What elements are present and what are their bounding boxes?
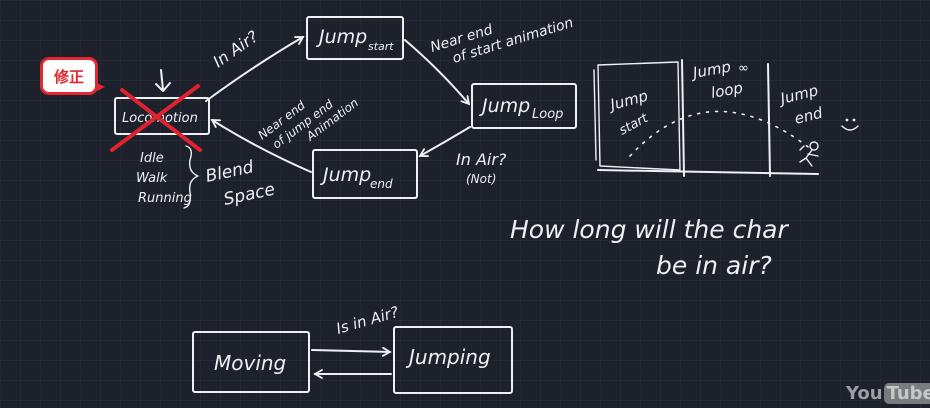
youtube-tube: Tube [883, 383, 930, 404]
blend-space-list: Idle Walk Running [136, 151, 192, 206]
jump-loop-sub: Loop [532, 107, 563, 122]
smiley-icon [841, 118, 859, 131]
jump-start-label: Jump [315, 26, 367, 48]
in-air-not-line1: In Air? [456, 150, 507, 169]
blend-item-walk: Walk [136, 171, 168, 186]
entry-arrow [155, 69, 171, 92]
timeline-divider-2 [767, 63, 771, 177]
timeline-loop-main: Jump [689, 58, 733, 83]
jump-start-sub: start [368, 40, 394, 53]
in-air-not-line2: (Not) [466, 172, 496, 186]
arrow-to-locomotion [210, 119, 312, 173]
youtube-you: You [846, 383, 883, 404]
correction-cross [110, 84, 202, 152]
blend-label-1: Blend [204, 157, 256, 187]
timeline-start-sub: start [617, 111, 652, 139]
youtube-watermark[interactable]: You Tube [846, 383, 930, 404]
jump-loop-label: Jump [478, 95, 530, 117]
moving-state: Moving [192, 331, 310, 393]
jump-timeline: Jump start Jump ∞ loop Jump end [593, 58, 859, 177]
timeline-start-box [593, 61, 681, 171]
jumping-label: Jumping [405, 345, 491, 369]
blend-brace [183, 145, 199, 209]
correction-badge: 修正 [40, 57, 105, 95]
question-line2: be in air? [656, 251, 772, 280]
in-air-label: In Air? [209, 27, 262, 72]
stick-figure-icon [799, 141, 819, 167]
jump-end-sub: end [370, 177, 393, 191]
timeline-end-sub: end [793, 103, 825, 127]
blend-item-running: Running [138, 191, 192, 206]
blend-item-idle: Idle [140, 151, 164, 166]
jump-start-state: Jump start [306, 16, 404, 60]
timeline-loop-sub: loop [710, 79, 745, 102]
arrow-to-jump-end [418, 126, 471, 157]
jump-loop-state: Jump Loop [471, 83, 577, 129]
timeline-loop-mark: ∞ [738, 61, 749, 76]
moving-label: Moving [214, 351, 286, 375]
jump-end-state: Jump end [312, 149, 418, 199]
timeline-trajectory [629, 110, 813, 157]
is-in-air-label: Is in Air? [334, 303, 401, 338]
blend-label-2: Space [222, 180, 277, 210]
timeline-baseline [597, 169, 819, 175]
jumping-state: Jumping [393, 326, 513, 394]
question-line1: How long will the char [510, 215, 790, 244]
jump-end-label: Jump [319, 164, 371, 186]
arrow-to-jump-start [205, 36, 305, 102]
arrow-moving-to-jumping [311, 346, 392, 357]
locomotion-state: Locomotion [114, 97, 210, 135]
arrow-to-jump-loop [404, 39, 471, 106]
